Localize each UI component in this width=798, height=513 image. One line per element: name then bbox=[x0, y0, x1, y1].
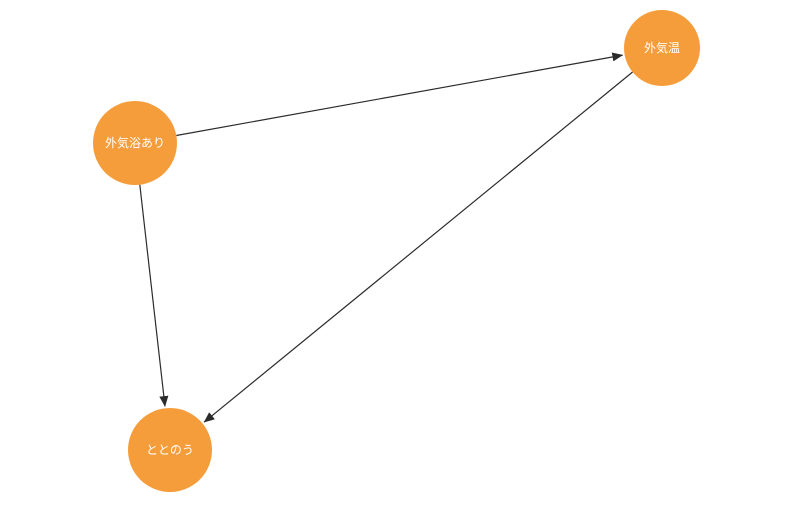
edges-layer bbox=[139, 52, 633, 423]
graph-edge-gaikiyoku-ari-to-totonou bbox=[139, 184, 169, 407]
graph-node-gaikiyoku-ari[interactable]: 外気浴あり bbox=[93, 101, 177, 185]
graph-node-totonou[interactable]: ととのう bbox=[128, 408, 212, 492]
node-circle-gaikiyoku-ari[interactable] bbox=[93, 101, 177, 185]
graph-edge-gaikiyoku-ari-to-gaikion bbox=[176, 52, 624, 137]
graph-node-gaikion[interactable]: 外気温 bbox=[624, 10, 700, 86]
graph-edge-gaikion-to-totonou bbox=[203, 71, 633, 423]
node-circle-gaikion[interactable] bbox=[624, 10, 700, 86]
node-circle-totonou[interactable] bbox=[128, 408, 212, 492]
